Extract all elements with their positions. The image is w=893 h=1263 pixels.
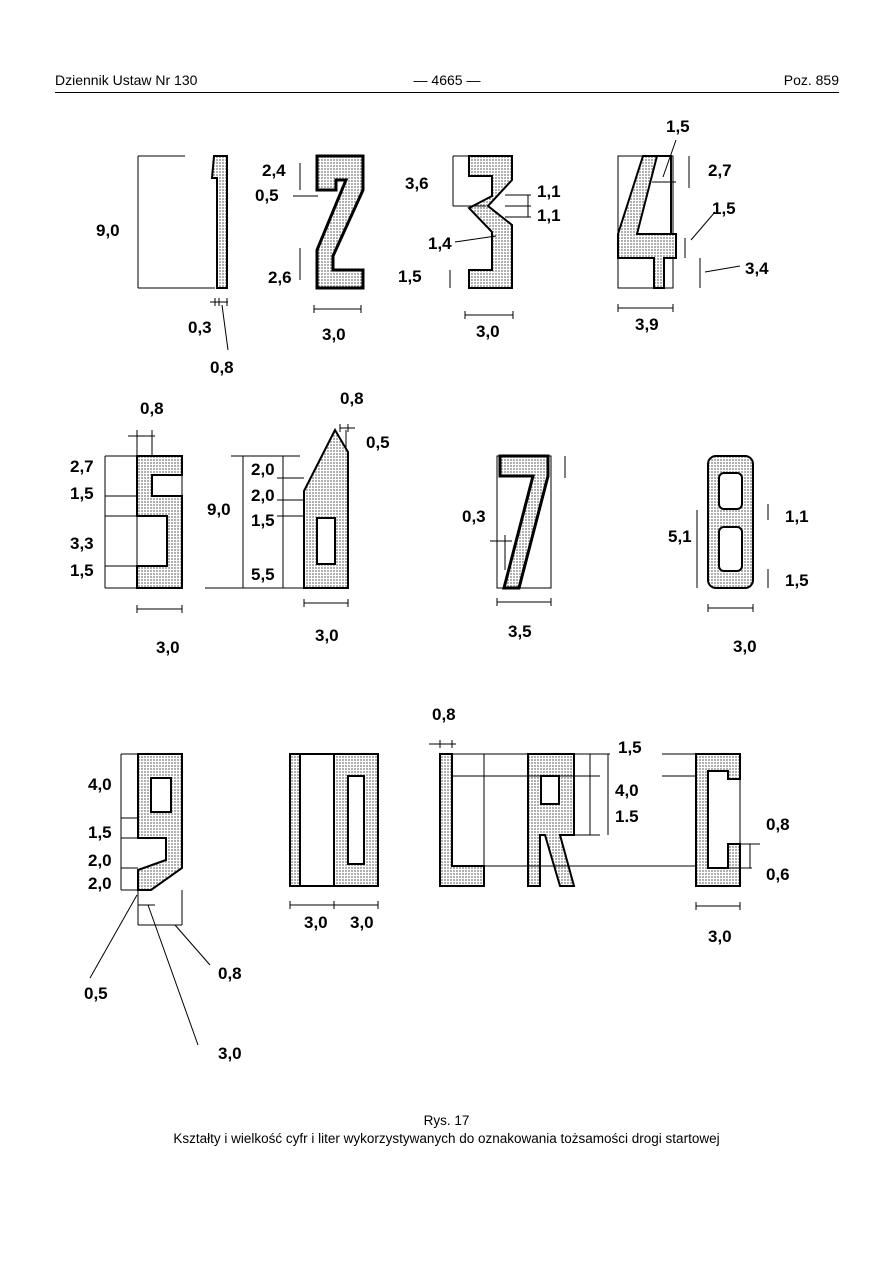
letters-label-top: 1,5 [618, 738, 642, 757]
digit-5-drawing [104, 430, 183, 613]
digit-2-label-top: 2,4 [262, 161, 286, 180]
digit-1-label-width: 0,3 [188, 318, 212, 337]
digit-4-label-upper: 2,7 [708, 161, 732, 180]
number-10-drawing [289, 753, 379, 909]
digit-5-label-bowl: 3,3 [70, 534, 94, 553]
digit-2-drawing [293, 154, 365, 313]
letters-lrc-drawing [429, 740, 760, 910]
digit-6-label-upper: 2,0 [251, 460, 275, 479]
digit-5-label-bar: 1,5 [70, 484, 94, 503]
digit-2-label-width: 3,0 [322, 325, 346, 344]
page-header: Dziennik Ustaw Nr 130 — 4665 — Poz. 859 [55, 70, 839, 93]
digit-4-drawing [617, 139, 741, 312]
digit-9-label-tip: 0,5 [84, 984, 108, 1003]
digit-6-label-tip: 0,5 [366, 433, 390, 452]
digit-9-label-bar: 1,5 [88, 823, 112, 842]
digit-7-label-width: 3,5 [508, 622, 532, 641]
digit-3-label-bottom: 1,5 [398, 267, 422, 286]
digit-8-label-bottom: 1,5 [785, 571, 809, 590]
digit-5-label-width: 3,0 [156, 638, 180, 657]
digit-3-label-arm: 1,4 [428, 234, 452, 253]
digit-8-label-width: 3,0 [733, 637, 757, 656]
digit-6-label-bowl: 5,5 [251, 565, 275, 584]
digit-1-drawing [137, 155, 229, 351]
digit-6-label-bar: 1,5 [251, 511, 275, 530]
digit-9-drawing [89, 753, 211, 1046]
letters-label-stroke: 0,8 [432, 705, 456, 724]
digit-5-label-stroke: 0,8 [140, 399, 164, 418]
digit-4-label-top: 1,5 [666, 117, 690, 136]
digit-1-label-height: 9,0 [96, 221, 120, 240]
digit-8-label-height: 5,1 [668, 527, 692, 546]
letters-label-bowl: 4,0 [615, 781, 639, 800]
digit-3-label-top: 3,6 [405, 174, 429, 193]
letters-label-width: 3,0 [708, 927, 732, 946]
figure-caption: Rys. 17 Kształty i wielkość cyfr i liter… [0, 1112, 893, 1148]
journal-title: Dziennik Ustaw Nr 130 [55, 72, 198, 88]
digit-1-label-total: 0,8 [210, 358, 234, 377]
digit-5-label-top: 2,7 [70, 457, 94, 476]
digit-9-label-width: 3,0 [218, 1044, 242, 1063]
letters-label-c-gap: 0,6 [766, 865, 790, 884]
digit-7-label-stroke: 0,3 [462, 507, 486, 526]
digit-6-label-stroke: 0,8 [340, 389, 364, 408]
digit-2-label-notch: 0,5 [255, 186, 279, 205]
digit-6-label-middle: 2,0 [251, 486, 275, 505]
digit-5-label-bottom: 1,5 [70, 561, 94, 580]
figure-description: Kształty i wielkość cyfr i liter wykorzy… [173, 1131, 720, 1146]
digit-9-label-top: 4,0 [88, 775, 112, 794]
letters-label-c-stroke: 0,8 [766, 815, 790, 834]
position-number: Poz. 859 [783, 72, 839, 88]
digit-7-drawing [490, 454, 566, 606]
letters-label-leg: 1.5 [615, 807, 639, 826]
digit-3-label-width: 3,0 [476, 322, 500, 341]
digit-3-label-upper-gap: 1,1 [537, 182, 561, 201]
digit-8-drawing [696, 455, 769, 612]
digit-4-label-width: 3,9 [635, 315, 659, 334]
digit-3-drawing [449, 155, 531, 319]
digit-9-label-bottom: 2,0 [88, 874, 112, 893]
digit-3-label-lower-gap: 1,1 [537, 206, 561, 225]
digit-6-drawing [205, 424, 355, 607]
digit-4-label-bar: 1,5 [712, 199, 736, 218]
digit-6-label-height: 9,0 [207, 500, 231, 519]
digit-9-label-stroke: 0,8 [218, 964, 242, 983]
page-number: — 4665 — [413, 72, 481, 88]
digit-2-label-bottom: 2,6 [268, 268, 292, 287]
figure-number: Rys. 17 [423, 1113, 470, 1128]
digit-9-label-tail: 2,0 [88, 851, 112, 870]
digit-6-label-width: 3,0 [315, 626, 339, 645]
number-10-label-width-0: 3,0 [350, 913, 374, 932]
digit-4-label-lower: 3,4 [745, 259, 769, 278]
number-10-label-width-1: 3,0 [304, 913, 328, 932]
digit-8-label-waist: 1,1 [785, 507, 809, 526]
